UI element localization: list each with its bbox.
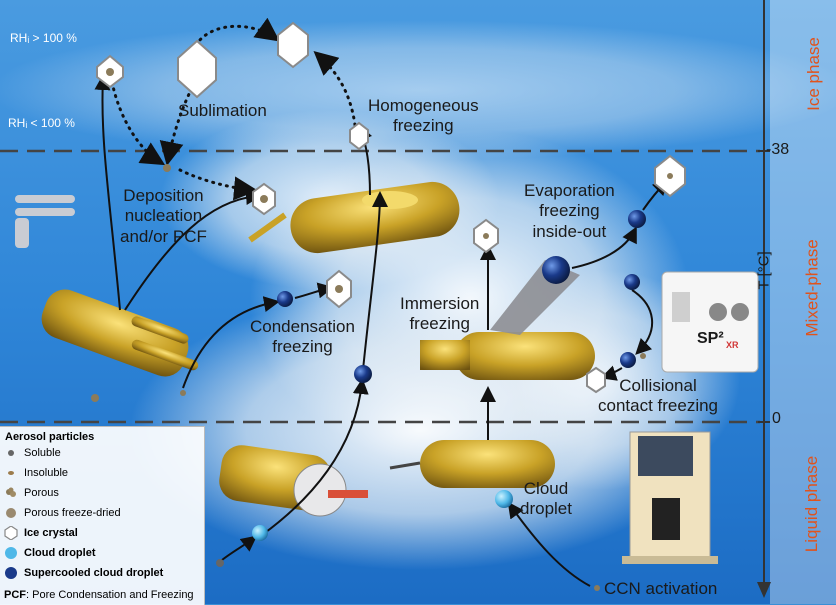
legend-item-cloud-droplet: Cloud droplet <box>4 546 96 560</box>
supercooled-droplet-icon <box>4 566 18 580</box>
axis-title: T [°C] <box>755 251 773 290</box>
legend-panel: Aerosol particles Soluble Insoluble Poro… <box>0 426 205 605</box>
arrow-left-condensation <box>182 296 280 389</box>
dotted-sublimation-arc <box>188 17 280 60</box>
axis-tick-minus38: -38 <box>766 141 790 158</box>
soluble-particle <box>216 559 224 567</box>
legend-item-porous: Porous <box>4 486 59 500</box>
arrow-collisional <box>631 289 654 355</box>
arrow-soluble-droplet <box>221 535 258 561</box>
legend-item-ice-crystal: Ice crystal <box>4 526 78 540</box>
ice-crystal <box>277 21 309 69</box>
cloud-droplet-icon <box>4 546 18 560</box>
cloud-droplet <box>252 525 268 541</box>
arrow-supercooled-up <box>362 191 388 371</box>
porous-icon <box>4 486 18 500</box>
supercooled-droplet <box>628 210 646 228</box>
supercooled-droplet <box>277 291 293 307</box>
supercooled-droplet <box>620 352 636 368</box>
legend-item-porous-freeze-dried: Porous freeze-dried <box>4 506 121 520</box>
liquid-phase-label: Liquid phase <box>802 455 822 553</box>
soluble-icon <box>4 446 18 460</box>
legend-item-supercooled-droplet: Supercooled cloud droplet <box>4 566 163 580</box>
arrow-bottom-left-up <box>261 378 369 536</box>
instrument-left <box>15 195 199 377</box>
dotted-deposition-right <box>178 168 258 201</box>
mixed-phase-label: Mixed-phase <box>802 239 822 337</box>
instrument-bottom-center <box>389 440 555 488</box>
supercooled-droplet <box>354 365 372 383</box>
ice-crystal <box>586 366 606 394</box>
supercooled-droplet <box>542 256 570 284</box>
axis-tick-zero: 0 <box>772 410 781 427</box>
sp2-instrument <box>661 271 759 373</box>
arrow-ccn <box>507 501 591 587</box>
legend-title: Aerosol particles <box>5 431 95 443</box>
arrow-evaporation <box>571 226 637 269</box>
temperature-axis-arrow <box>757 582 771 598</box>
ice-crystal <box>177 39 217 99</box>
insoluble-icon <box>4 466 18 480</box>
ice-crystal <box>349 121 369 151</box>
sp2-sub-label: XR <box>726 340 739 350</box>
ccn-activation-label: CCN activation <box>604 579 718 598</box>
legend-footnote: PCF: Pore Condensation and Freezing <box>4 589 194 601</box>
rh-below-label: RHᵢ < 100 % <box>8 116 75 130</box>
arrow-left-up <box>94 74 121 311</box>
porous-freeze-dried-icon <box>4 506 18 520</box>
legend-item-soluble: Soluble <box>4 446 61 460</box>
cloud-droplet <box>495 490 513 508</box>
ice-phase-label: Ice phase <box>803 37 823 111</box>
legend-item-insoluble: Insoluble <box>4 466 68 480</box>
instrument-bottom-left <box>219 445 368 517</box>
supercooled-droplet <box>624 274 640 290</box>
ccn-counter <box>622 431 718 564</box>
hexagon-icon <box>4 526 18 540</box>
sublimation-label: Sublimation <box>178 101 267 120</box>
rh-above-label: RHᵢ > 100 % <box>10 31 77 45</box>
sp2-label: SP² <box>697 330 724 347</box>
